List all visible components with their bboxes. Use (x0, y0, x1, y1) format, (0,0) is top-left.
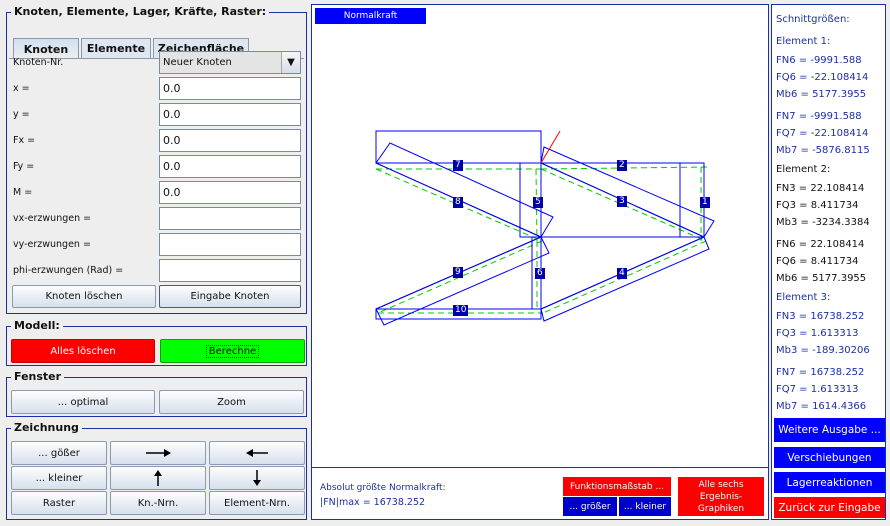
pan-right-button[interactable] (110, 441, 206, 465)
result-row: Mb6 = 5177.3955 (776, 89, 867, 100)
zeichnung-panel-title: Zeichnung (11, 421, 82, 434)
enter-node-button[interactable]: Eingabe Knoten (159, 285, 301, 308)
result-row: FN7 = 16738.252 (776, 367, 865, 378)
field-input[interactable]: 0.0 (159, 181, 301, 204)
result-row: Mb7 = 1614.4366 (776, 401, 867, 412)
element-number-label: 6 (535, 268, 545, 279)
node-number-label: Knoten-Nr. (13, 57, 64, 68)
field-label: y = (13, 109, 30, 120)
reactions-button[interactable]: Lagerreaktionen (774, 472, 885, 493)
scale-button[interactable]: Funktionsmaßstab ... (563, 477, 671, 496)
modell-panel: Modell: Alles löschen Berechne (6, 319, 307, 366)
field-label: vy-erzwungen = (13, 239, 91, 250)
field-input[interactable] (159, 207, 301, 230)
element-number-label: 8 (453, 197, 463, 208)
delete-node-button[interactable]: Knoten löschen (12, 285, 156, 308)
result-row: Mb3 = -189.30206 (776, 345, 870, 356)
result-row: FN3 = 16738.252 (776, 311, 865, 322)
element-heading: Element 2: (776, 164, 831, 175)
field-label: Fy = (13, 161, 35, 172)
pan-left-button[interactable] (209, 441, 305, 465)
knoten-panel-title: Knoten, Elemente, Lager, Kräfte, Raster: (11, 5, 270, 18)
element-heading: Element 3: (776, 292, 831, 303)
drawing-canvas[interactable]: Normalkraft (311, 4, 769, 520)
result-row: FQ7 = -22.108414 (776, 128, 869, 139)
field-input[interactable] (159, 259, 301, 282)
tab-divider (9, 58, 304, 59)
arrow-up-icon (154, 470, 162, 486)
structure-drawing (375, 130, 715, 326)
node-number-select[interactable]: Neuer Knoten ▼ (159, 51, 301, 74)
result-row: Mb7 = -5876.8115 (776, 145, 870, 156)
element-number-label: 2 (617, 160, 627, 171)
tab-knoten[interactable]: Knoten (13, 38, 79, 59)
knoten-panel: Knoten, Elemente, Lager, Kräfte, Raster:… (6, 5, 307, 314)
result-row: FN7 = -9991.588 (776, 111, 862, 122)
field-label: Fx = (13, 135, 36, 146)
element-number-label: 3 (617, 196, 627, 207)
zoom-button[interactable]: Zoom (159, 390, 304, 414)
result-row: FQ7 = 1.613313 (776, 384, 859, 395)
field-input[interactable]: 0.0 (159, 129, 301, 152)
field-input[interactable]: 0.0 (159, 155, 301, 178)
arrow-down-icon (253, 470, 261, 486)
element-numbers-button[interactable]: Element-Nrn. (209, 491, 305, 515)
max-normal-title: Absolut größte Normalkraft: (320, 483, 446, 493)
compute-button[interactable]: Berechne (160, 339, 305, 363)
scale-smaller-button[interactable]: ... kleiner (619, 497, 671, 516)
displacements-button[interactable]: Verschiebungen (774, 447, 885, 468)
field-input[interactable]: 0.0 (159, 103, 301, 126)
arrow-left-icon (246, 449, 268, 457)
grid-button[interactable]: Raster (11, 491, 107, 515)
field-input[interactable] (159, 233, 301, 256)
chevron-down-icon[interactable]: ▼ (281, 52, 300, 73)
result-row: FN6 = -9991.588 (776, 55, 862, 66)
element-heading: Element 1: (776, 36, 831, 47)
result-row: FN3 = 22.108414 (776, 183, 865, 194)
result-row: FQ6 = 8.411734 (776, 256, 859, 267)
fenster-panel: Fenster ... optimal Zoom (6, 370, 307, 417)
smaller-button[interactable]: ... kleiner (11, 466, 107, 490)
scale-bigger-button[interactable]: ... größer (563, 497, 617, 516)
element-number-label: 1 (700, 197, 710, 208)
max-normal-value: |FN|max = 16738.252 (320, 497, 426, 508)
clear-all-button[interactable]: Alles löschen (11, 339, 155, 363)
optimal-button[interactable]: ... optimal (11, 390, 155, 414)
field-input[interactable]: 0.0 (159, 77, 301, 100)
element-number-label: 5 (533, 197, 543, 208)
field-label: M = (13, 187, 33, 198)
result-row: FQ3 = 1.613313 (776, 328, 859, 339)
result-row: FQ6 = -22.108414 (776, 72, 869, 83)
result-row: FQ3 = 8.411734 (776, 200, 859, 211)
arrow-right-icon (146, 449, 171, 457)
compute-label: Berechne (205, 344, 260, 358)
back-to-input-button[interactable]: Zurück zur Eingabe (774, 497, 885, 518)
tab-elemente[interactable]: Elemente (81, 38, 151, 58)
fenster-panel-title: Fenster (11, 370, 65, 383)
all-six-graphics-button[interactable]: Alle sechs Ergebnis-Graphiken (678, 477, 764, 516)
zeichnung-panel: Zeichnung ... gößer ... kleiner Raster K… (6, 421, 307, 520)
bigger-button[interactable]: ... gößer (11, 441, 107, 465)
result-type-header: Normalkraft (315, 8, 426, 24)
element-number-label: 7 (453, 160, 463, 171)
result-row: Mb6 = 5177.3955 (776, 273, 867, 284)
pan-down-button[interactable] (209, 466, 305, 490)
field-label: x = (13, 83, 30, 94)
node-number-value: Neuer Knoten (163, 57, 232, 68)
pan-up-button[interactable] (110, 466, 206, 490)
more-output-button[interactable]: Weitere Ausgabe ... (774, 418, 885, 442)
field-label: vx-erzwungen = (13, 213, 92, 224)
element-number-label: 9 (453, 267, 463, 278)
element-number-label: 10 (453, 305, 469, 316)
node-numbers-button[interactable]: Kn.-Nrn. (110, 491, 206, 515)
result-row: Mb3 = -3234.3384 (776, 217, 870, 228)
modell-panel-title: Modell: (11, 319, 63, 332)
field-label: phi-erzwungen (Rad) = (13, 265, 124, 276)
canvas-divider (312, 467, 768, 468)
result-row: FN6 = 22.108414 (776, 239, 865, 250)
results-panel: Schnittgrößen: Element 1: FN6 = -9991.588… (771, 4, 886, 520)
results-title: Schnittgrößen: (776, 14, 850, 25)
element-number-label: 4 (617, 268, 627, 279)
